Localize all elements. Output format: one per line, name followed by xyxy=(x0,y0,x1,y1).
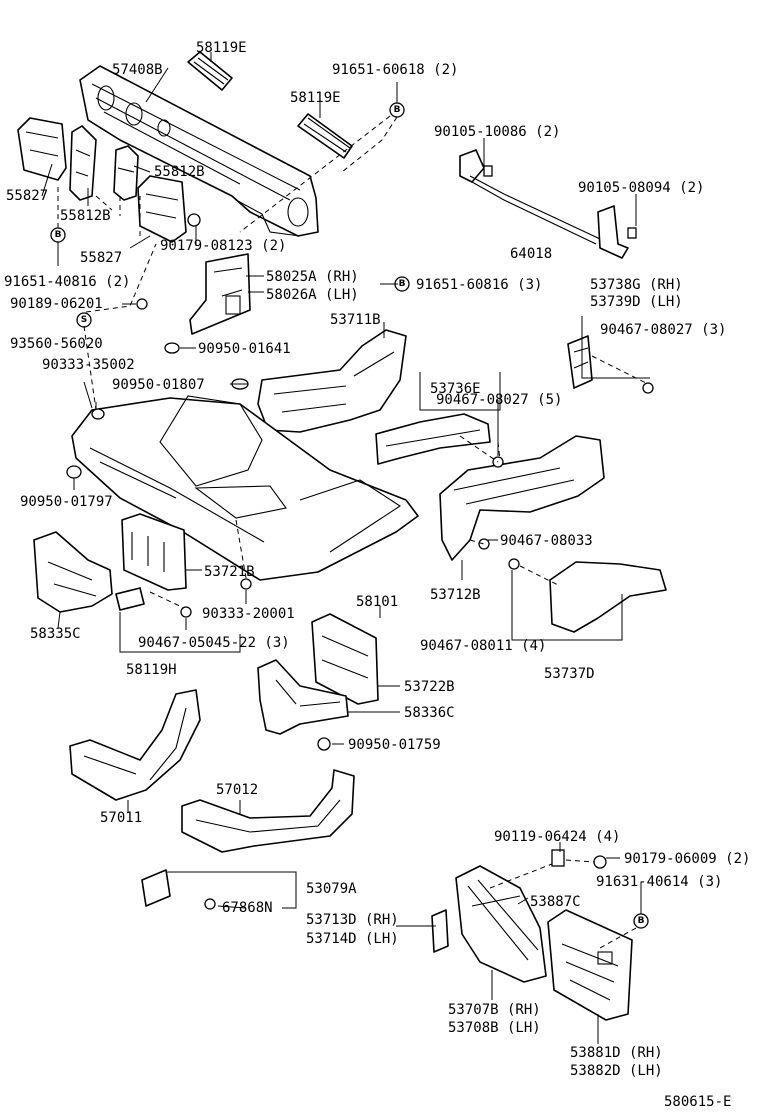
panel-53707b xyxy=(455,865,547,983)
label-90179-06009: 90179-06009 (2) xyxy=(624,851,750,867)
label-53737d: 53737D xyxy=(544,666,595,682)
panel-58336c xyxy=(257,659,349,735)
panel-58335c xyxy=(33,531,113,613)
floor-58101 xyxy=(71,395,419,581)
label-90467-08027-5: 90467-08027 (5) xyxy=(436,392,562,408)
label-90333-35002: 90333-35002 xyxy=(42,357,135,373)
label-91651-60816: 91651-60816 (3) xyxy=(416,277,542,293)
label-58336c: 58336C xyxy=(404,705,455,721)
label-53721b: 53721B xyxy=(204,564,255,580)
label-58025a: 58025A (RH) xyxy=(266,269,359,285)
label-55827-right: 55827 xyxy=(80,250,122,266)
label-58119e-top: 58119E xyxy=(196,40,247,56)
plate-53713d xyxy=(431,909,449,953)
label-55812b-right: 55812B xyxy=(154,164,205,180)
label-90467-05045: 90467-05045-22 (3) xyxy=(138,635,290,651)
label-90179-08123: 90179-08123 (2) xyxy=(160,238,286,254)
label-53707b: 53707B (RH) xyxy=(448,1002,541,1018)
label-90467-08027-3: 90467-08027 (3) xyxy=(600,322,726,338)
label-53736e: 53736E xyxy=(430,381,481,397)
label-53712b: 53712B xyxy=(430,587,481,603)
marker-b-1: B xyxy=(389,102,405,118)
svg-text:B: B xyxy=(399,279,406,289)
bracket-55812b-right xyxy=(113,145,139,201)
plate-53079a xyxy=(141,869,171,907)
fasteners xyxy=(66,213,654,910)
label-58119h: 58119H xyxy=(126,662,177,678)
panel-53737d xyxy=(549,561,667,633)
brace-57012 xyxy=(181,769,355,853)
panel-53721b xyxy=(121,513,187,591)
label-53881d: 53881D (RH) xyxy=(570,1045,663,1061)
label-58119e-mid: 58119E xyxy=(290,90,341,106)
cowl-panel-57408b xyxy=(79,65,319,237)
marker-s-1: S xyxy=(76,312,92,328)
label-53887c: 53887C xyxy=(530,894,581,910)
cover-58119e-top xyxy=(187,51,233,91)
label-90467-08033: 90467-08033 xyxy=(500,533,593,549)
rod-64018 xyxy=(459,149,637,259)
svg-text:S: S xyxy=(81,315,87,325)
label-90467-08011: 90467-08011 (4) xyxy=(420,638,546,654)
panel-53881d xyxy=(547,909,633,1021)
part-labels: 58119E 57408B 91651-60618 (2) 58119E 901… xyxy=(4,40,750,1110)
label-53714d: 53714D (LH) xyxy=(306,931,399,947)
label-90189-06201: 90189-06201 xyxy=(10,296,103,312)
panel-53712b xyxy=(439,435,605,561)
label-53713d: 53713D (RH) xyxy=(306,912,399,928)
label-90950-01759: 90950-01759 xyxy=(348,737,441,753)
label-53738g: 53738G (RH) xyxy=(590,277,683,293)
label-58101: 58101 xyxy=(356,594,398,610)
label-90105-08094: 90105-08094 (2) xyxy=(578,180,704,196)
svg-text:B: B xyxy=(394,105,401,115)
label-58026a: 58026A (LH) xyxy=(266,287,359,303)
label-57011: 57011 xyxy=(100,810,142,826)
label-90333-20001: 90333-20001 xyxy=(202,606,295,622)
label-67868n: 67868N xyxy=(222,900,273,916)
label-64018: 64018 xyxy=(510,246,552,262)
label-90950-01807: 90950-01807 xyxy=(112,377,205,393)
label-53722b: 53722B xyxy=(404,679,455,695)
svg-text:B: B xyxy=(55,230,62,240)
panel-53722b xyxy=(311,613,379,705)
label-91651-60618: 91651-60618 (2) xyxy=(332,62,458,78)
bracket-55827-right xyxy=(137,175,187,243)
label-55827-left: 55827 xyxy=(6,188,48,204)
label-53882d: 53882D (LH) xyxy=(570,1063,663,1079)
marker-b-2: B xyxy=(50,227,66,243)
plate-58119h xyxy=(115,587,145,611)
label-57012: 57012 xyxy=(216,782,258,798)
label-90105-10086: 90105-10086 (2) xyxy=(434,124,560,140)
label-58335c: 58335C xyxy=(30,626,81,642)
label-90119-06424: 90119-06424 (4) xyxy=(494,829,620,845)
label-90950-01641: 90950-01641 xyxy=(198,341,291,357)
svg-text:B: B xyxy=(638,916,645,926)
label-91631-40614: 91631-40614 (3) xyxy=(596,874,722,890)
brace-57011 xyxy=(69,689,201,801)
label-53079a: 53079A xyxy=(306,881,357,897)
label-57408b: 57408B xyxy=(112,62,163,78)
label-93560-56020: 93560-56020 xyxy=(10,336,103,352)
bracket-55812b-left xyxy=(69,125,97,201)
label-91651-40816: 91651-40816 (2) xyxy=(4,274,130,290)
leader-lines xyxy=(41,52,650,1044)
bracket-55827-left xyxy=(17,117,67,181)
panel-53736e xyxy=(375,413,491,465)
label-90950-01797: 90950-01797 xyxy=(20,494,113,510)
diagram-reference: 580615-E xyxy=(664,1094,731,1110)
label-55812b-left: 55812B xyxy=(60,208,111,224)
bracket-53738g xyxy=(567,335,593,389)
pillar-58025a xyxy=(189,253,251,335)
label-53711b: 53711B xyxy=(330,312,381,328)
label-53708b: 53708B (LH) xyxy=(448,1020,541,1036)
label-53739d: 53739D (LH) xyxy=(590,294,683,310)
marker-b-4: B xyxy=(633,913,649,929)
